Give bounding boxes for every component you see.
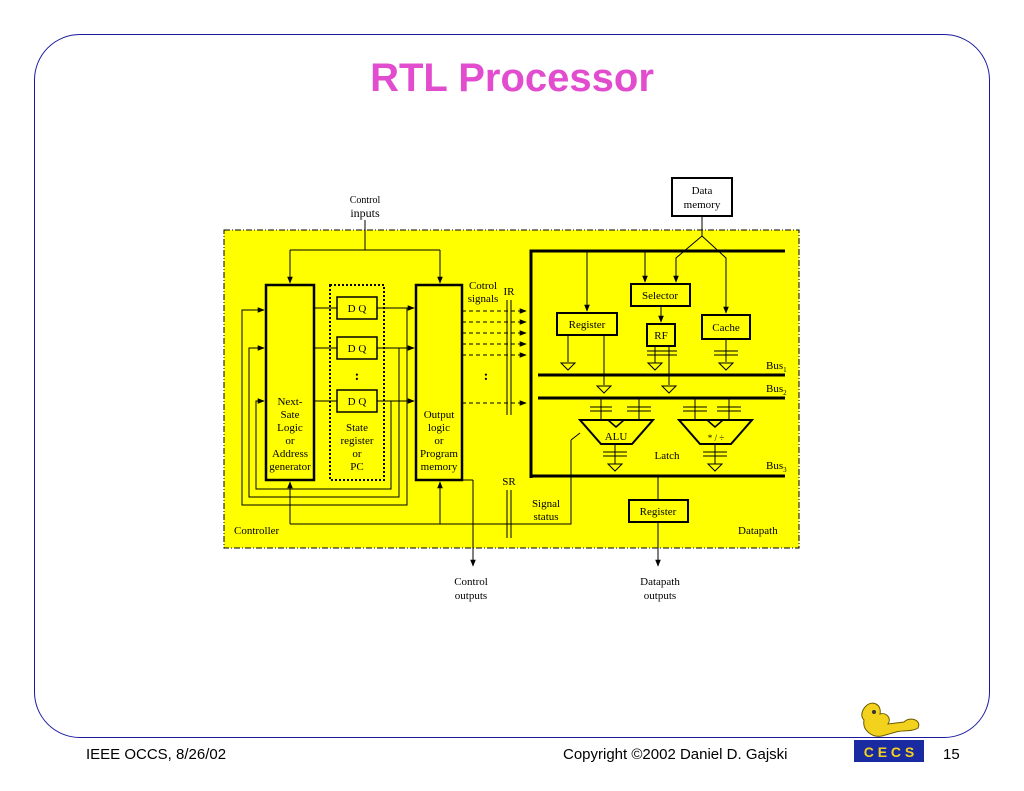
state-register-line-4: PC	[350, 461, 363, 473]
output-logic-line-3: or	[434, 435, 444, 447]
register-label: Register	[569, 319, 606, 331]
latch-label: Latch	[654, 450, 680, 462]
control-signals-label-1: Cotrol	[469, 280, 497, 292]
datapath-outputs-label-2: outputs	[644, 590, 676, 602]
alu-wires	[600, 398, 730, 464]
data-memory-label-2: memory	[684, 199, 721, 211]
cecs-logo-text: C E C S	[864, 744, 915, 760]
ir-label: IR	[504, 286, 516, 298]
dq-label-1: D Q	[348, 303, 367, 315]
muldiv-notch	[706, 419, 724, 428]
register-box	[556, 312, 618, 336]
output-logic-line-5: memory	[421, 461, 458, 473]
next-state-line-6: generator	[269, 461, 311, 473]
state-register-box	[329, 284, 385, 481]
next-state-line-4: or	[285, 435, 295, 447]
output-logic-line-4: Program	[420, 448, 458, 460]
state-register-line-2: register	[341, 435, 374, 447]
next-state-line-3: Logic	[277, 422, 303, 434]
alu-unit	[577, 419, 656, 445]
control-signal-arrows	[462, 308, 527, 406]
next-state-line-5: Address	[272, 448, 308, 460]
control-signals-vdots: :	[484, 369, 489, 384]
data-memory-label-1: Data	[692, 185, 713, 197]
next-state-line-2: Sate	[281, 409, 300, 421]
dq-label-3: D Q	[348, 396, 367, 408]
bus2-label: Bus2	[766, 383, 787, 397]
datapath-frame	[529, 249, 785, 478]
datapath-outputs-label-1: Datapath	[640, 576, 680, 588]
output-logic-line-1: Output	[424, 409, 455, 421]
bus3-label: Bus3	[766, 460, 787, 474]
sr-label: SR	[502, 476, 516, 488]
output-logic-box	[414, 283, 464, 482]
muldiv-unit	[676, 419, 755, 445]
ir-register-lines	[506, 300, 512, 415]
datapath-label: Datapath	[738, 525, 778, 537]
control-inputs-label-2: inputs	[350, 206, 380, 220]
state-register-line-1: State	[346, 422, 368, 434]
controller-wires	[241, 305, 581, 567]
slide-frame	[34, 34, 990, 738]
control-inputs-wires	[287, 220, 443, 284]
rf-label: RF	[654, 330, 667, 342]
state-vdots: :	[355, 369, 360, 384]
datapath-output-register-label: Register	[640, 506, 677, 518]
control-outputs-label-2: outputs	[455, 590, 487, 602]
footer-left: IEEE OCCS, 8/26/02	[86, 746, 227, 763]
dq-label-2: D Q	[348, 343, 367, 355]
control-outputs-label-1: Control	[454, 576, 488, 588]
next-state-line-1: Next-	[277, 396, 302, 408]
muldiv-label: * / ÷	[708, 433, 725, 443]
alu-label: ALU	[605, 431, 628, 443]
datapath-wires	[567, 216, 729, 385]
rf-box	[646, 323, 676, 347]
selector-label: Selector	[642, 290, 678, 302]
footer-page-number: 15	[943, 746, 960, 763]
control-signals-label-2: signals	[468, 293, 499, 305]
next-state-logic-box	[264, 283, 316, 482]
cache-label: Cache	[712, 322, 740, 334]
sr-register-lines	[506, 490, 512, 538]
state-register-line-3: or	[352, 448, 362, 460]
cecs-mascot-logo: C E C S	[854, 702, 924, 762]
signal-status-label-2: status	[533, 511, 558, 523]
control-inputs-label: Control	[350, 195, 381, 206]
controller-label: Controller	[234, 525, 280, 537]
slide-title: RTL Processor	[370, 56, 654, 100]
signal-status-label-1: Signal	[532, 498, 560, 510]
output-logic-line-2: logic	[428, 422, 450, 434]
bus-drivers	[559, 362, 735, 472]
bus1-label: Bus1	[766, 360, 787, 374]
footer-copyright: Copyright ©2002 Daniel D. Gajski	[563, 746, 788, 763]
alu-notch	[607, 419, 625, 428]
